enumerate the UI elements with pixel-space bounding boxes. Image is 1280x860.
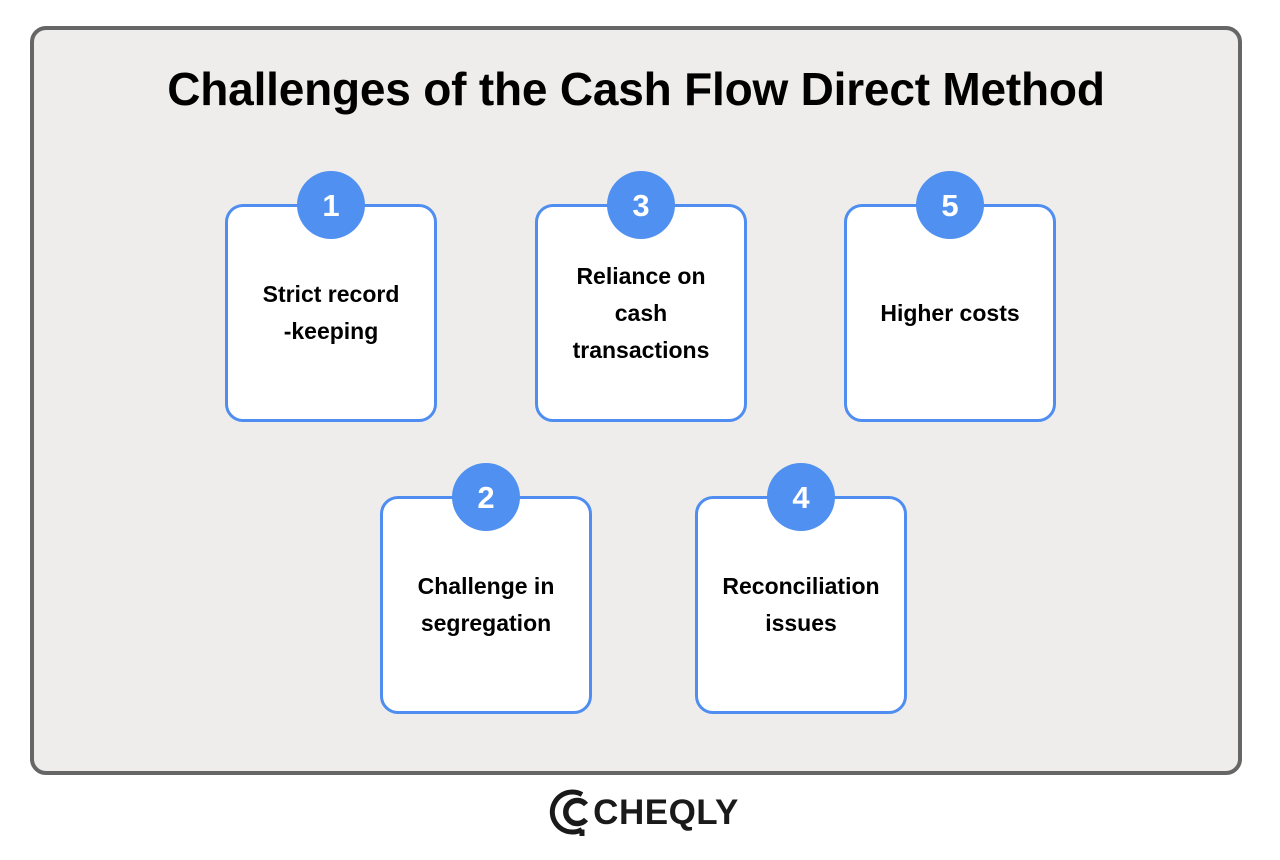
card-2-number-badge: 2: [452, 463, 520, 531]
brand-name: CHEQLY: [593, 792, 739, 832]
card-5-label: Higher costs: [880, 299, 1020, 326]
card-1-label: Strict record -keeping: [262, 281, 400, 344]
card-4[interactable]: Reconciliation issues: [695, 496, 907, 714]
card-3[interactable]: Reliance on cash transactions: [535, 204, 747, 422]
page-title: Challenges of the Cash Flow Direct Metho…: [167, 63, 1105, 115]
cheqly-logomark-icon: [550, 789, 589, 836]
card-2-label: Challenge in segregation: [417, 573, 555, 636]
card-4-number-badge: 4: [767, 463, 835, 531]
card-5[interactable]: Higher costs: [844, 204, 1056, 422]
card-3-number-badge: 3: [607, 171, 675, 239]
card-1-number-badge: 1: [297, 171, 365, 239]
card-5-number-badge: 5: [916, 171, 984, 239]
frame-inner: Challenges of the Cash Flow Direct Metho…: [30, 26, 1242, 775]
brand-logo: CHEQLY: [0, 786, 1280, 838]
card-4-label: Reconciliation issues: [722, 573, 880, 636]
card-1[interactable]: Strict record -keeping: [225, 204, 437, 422]
card-3-label: Reliance on cash transactions: [572, 262, 710, 363]
